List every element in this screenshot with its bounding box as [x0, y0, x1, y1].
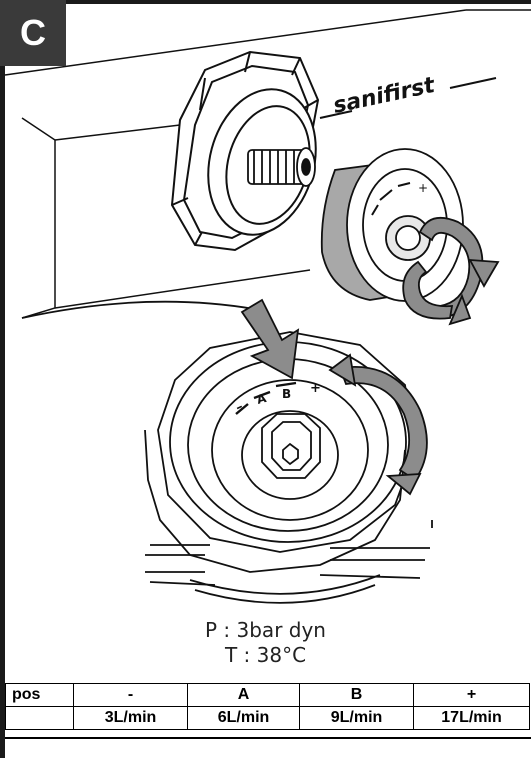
frame-top — [0, 0, 531, 4]
position-row: pos - A B + — [5, 683, 530, 707]
installation-illustration: sanifirst + — [4, 9, 531, 604]
test-conditions: P : 3bar dyn T : 38°C — [0, 618, 531, 668]
flow-b: 9L/min — [299, 706, 414, 730]
bottom-rule — [5, 737, 531, 739]
pressure-label: P : 3bar dyn — [205, 618, 326, 642]
temperature-label: T : 38°C — [224, 643, 307, 667]
turn-arrow-icon — [328, 353, 428, 496]
dial-b-mark: B — [282, 387, 291, 401]
flow-header — [5, 706, 74, 730]
flow-row: 3L/min 6L/min 9L/min 17L/min — [5, 706, 530, 730]
position-b: B — [299, 683, 414, 707]
flow-plus: 17L/min — [413, 706, 530, 730]
spindle — [247, 147, 316, 187]
brand-underline — [319, 77, 497, 119]
frame-left — [0, 0, 5, 758]
position-plus: + — [413, 683, 530, 707]
flow-a: 6L/min — [187, 706, 300, 730]
housing-body — [4, 9, 531, 319]
dial-plus-mark: + — [310, 381, 321, 396]
dial-a-mark: A — [255, 391, 268, 407]
position-minus: - — [73, 683, 188, 707]
flow-minus: 3L/min — [73, 706, 188, 730]
panel-label-badge: C — [0, 0, 66, 66]
press-down-arrow-icon — [240, 298, 300, 380]
rotate-arrow-icon — [402, 216, 500, 326]
flow-rate-table: pos - A B + 3L/min 6L/min 9L/min 17L/min — [5, 683, 530, 730]
cartridge-plus-mark: + — [418, 181, 428, 195]
position-a: A — [187, 683, 300, 707]
position-header: pos — [5, 683, 74, 707]
dial-housing — [21, 300, 433, 604]
